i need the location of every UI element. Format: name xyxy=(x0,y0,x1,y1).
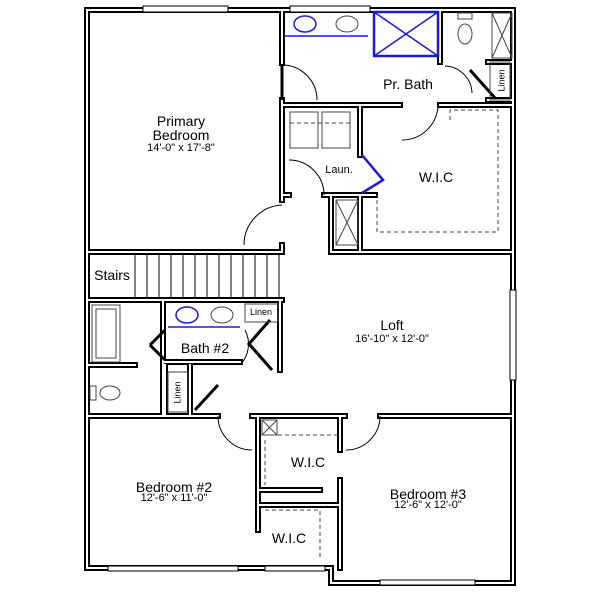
blue-fixtures xyxy=(168,10,440,328)
room-label-bedroom2: Bedroom #2 xyxy=(135,479,213,495)
sink-icon xyxy=(210,306,234,324)
toilet-icon xyxy=(99,385,121,401)
washer-icon xyxy=(289,111,319,149)
room-label-linen-hall: Linen xyxy=(172,381,183,404)
linen-closet xyxy=(491,12,513,59)
room-size-loft: 16'-10" x 12'-0" xyxy=(355,333,429,345)
sink-icon xyxy=(175,306,199,324)
closet-shelf xyxy=(261,419,278,436)
fixtures xyxy=(89,12,513,560)
room-label-stairs: Stairs xyxy=(94,267,130,283)
door-primary-bath xyxy=(281,64,318,101)
door-laundry xyxy=(288,159,325,196)
door-bedroom3 xyxy=(345,415,381,451)
door-bedroom2 xyxy=(217,415,253,451)
room-label-linen-bath2: Linen xyxy=(249,307,273,317)
room-label-loft: Loft xyxy=(380,317,404,333)
sink-icon xyxy=(335,15,359,33)
windows xyxy=(107,5,517,586)
room-label-wic-primary: W.I.C xyxy=(418,169,454,185)
room-label-primary-bedroom: Primary xyxy=(156,113,206,129)
door-bath2 xyxy=(239,329,249,366)
door-toilet xyxy=(444,65,473,94)
door-primary-bedroom xyxy=(243,204,283,246)
room-size-bedroom3: 12'-6" x 12'-0" xyxy=(394,499,462,511)
sink-icon xyxy=(293,15,317,33)
stair-treads xyxy=(134,255,280,297)
room-label-wic-bedroom2: W.I.C xyxy=(271,530,307,546)
room-label-wic-bedroom3: W.I.C xyxy=(290,454,326,470)
toilet-icon xyxy=(457,23,473,45)
room-label-primary-bath: Pr. Bath xyxy=(383,76,433,92)
closet-shelf xyxy=(335,199,359,246)
dryer-icon xyxy=(321,111,351,149)
laundry-door-blue xyxy=(361,154,385,195)
room-label-laundry: Laun. xyxy=(325,164,353,176)
room-label-linen-primary: Linen xyxy=(496,69,507,92)
door-leaves xyxy=(148,65,497,412)
bathtub-icon xyxy=(91,304,121,363)
wall xyxy=(330,194,514,253)
doors xyxy=(217,64,473,451)
room-label-bath2: Bath #2 xyxy=(180,340,230,356)
door-wic xyxy=(401,104,439,141)
room-label-primary-bedroom-2: Bedroom xyxy=(152,127,210,143)
room-size-primary-bedroom: 14'-0" x 17'-8" xyxy=(147,142,215,154)
shower xyxy=(372,10,440,58)
room-label-bedroom3: Bedroom #3 xyxy=(389,486,467,502)
room-size-bedroom2: 12'-6" x 11'-0" xyxy=(140,492,208,504)
